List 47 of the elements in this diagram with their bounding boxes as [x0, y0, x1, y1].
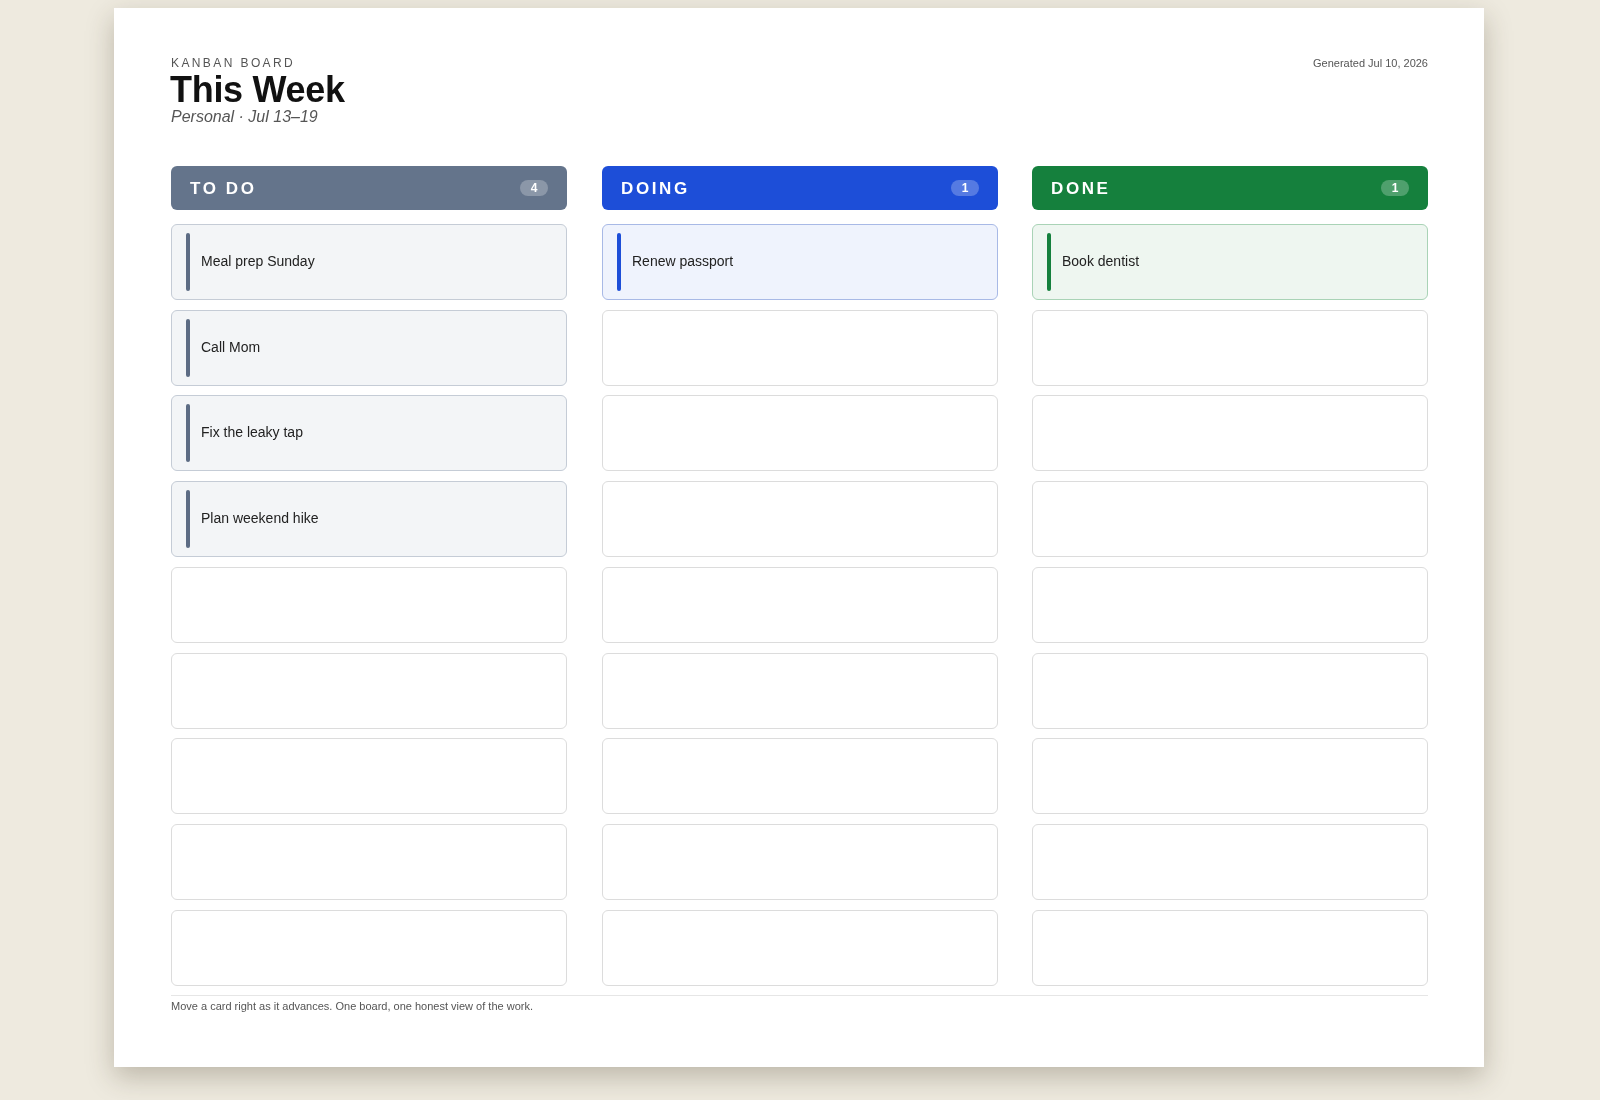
column-header	[1032, 166, 1428, 210]
empty-card-slot	[602, 481, 998, 558]
task-text: Book dentist	[1062, 253, 1140, 270]
empty-card-slot	[1032, 566, 1428, 643]
column-title: TO DO	[190, 179, 257, 198]
empty-card-slot	[1032, 823, 1428, 900]
task-card	[1032, 224, 1428, 300]
task-text: Plan weekend hike	[201, 510, 319, 528]
empty-card-slot	[602, 823, 998, 900]
empty-card-slot	[1032, 395, 1428, 472]
column-title: DONE	[1051, 179, 1111, 198]
empty-card-slot	[1032, 909, 1428, 986]
board-title: This Week	[170, 70, 345, 110]
task-card	[171, 224, 567, 300]
task-text: Call Mom	[201, 338, 261, 356]
task-text: Renew passport	[632, 253, 734, 270]
empty-card-slot	[1032, 481, 1428, 558]
count-badge: 1	[1381, 180, 1409, 196]
empty-card-slot	[1032, 738, 1428, 815]
count-badge: 1	[951, 180, 979, 196]
empty-card-slot	[171, 738, 567, 815]
count-badge: 4	[520, 180, 548, 196]
empty-card-slot	[602, 566, 998, 643]
empty-card-slot	[1032, 652, 1428, 729]
empty-card-slot	[171, 909, 567, 986]
empty-card-slot	[171, 823, 567, 900]
empty-card-slot	[1032, 309, 1428, 386]
empty-card-slot	[171, 652, 567, 729]
empty-card-slot	[602, 738, 998, 815]
column-header	[602, 166, 998, 210]
task-card	[171, 395, 567, 472]
empty-card-slot	[602, 652, 998, 729]
task-card	[171, 481, 567, 558]
empty-card-slot	[602, 909, 998, 986]
eyebrow-label: KANBAN BOARD	[171, 56, 296, 70]
column-header	[171, 166, 567, 210]
task-text: Meal prep Sunday	[201, 253, 315, 270]
generated-date: Generated Jul 10, 2026	[1313, 57, 1428, 70]
task-card	[602, 224, 998, 300]
column-title: DOING	[621, 179, 690, 198]
empty-card-slot	[602, 395, 998, 472]
empty-card-slot	[602, 309, 998, 386]
empty-card-slot	[171, 566, 567, 643]
task-card	[171, 309, 567, 386]
board-subtitle: Personal · Jul 13–19	[171, 108, 318, 126]
task-text: Fix the leaky tap	[201, 424, 303, 442]
footer-note: Move a card right as it advances. One board, one honest view of the work.	[171, 1000, 533, 1013]
